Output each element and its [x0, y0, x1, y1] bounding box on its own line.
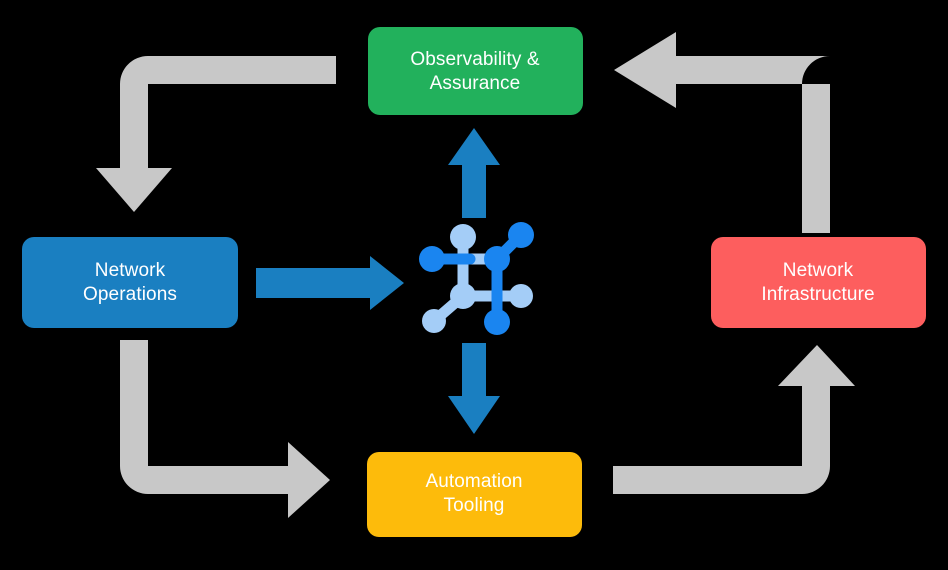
node-automation-tooling[interactable]: Automation Tooling — [367, 452, 582, 537]
node-network-operations-label-line2: Operations — [83, 284, 177, 305]
node-network-operations[interactable]: Network Operations — [22, 237, 238, 328]
node-network-operations-box[interactable] — [22, 237, 238, 328]
connector-operations-to-core — [256, 256, 404, 310]
connector-core-to-automation — [448, 343, 500, 434]
node-automation-tooling-box[interactable] — [367, 452, 582, 537]
node-network-infrastructure-label-line1: Network — [783, 260, 854, 281]
node-network-infrastructure-label-line2: Infrastructure — [761, 284, 874, 305]
node-observability-assurance[interactable]: Observability & Assurance — [368, 27, 583, 115]
connector-core-to-observability — [448, 128, 500, 218]
network-topology-icon — [419, 222, 534, 335]
node-observability-assurance-label-line1: Observability & — [410, 49, 539, 70]
node-network-infrastructure-box[interactable] — [711, 237, 926, 328]
node-observability-assurance-label-line2: Assurance — [430, 73, 521, 94]
connector-observability-to-operations — [96, 56, 336, 212]
node-observability-assurance-box[interactable] — [368, 27, 583, 115]
node-network-operations-label-line1: Network — [95, 260, 166, 281]
connector-operations-to-automation — [120, 340, 330, 518]
connector-automation-to-infrastructure — [613, 345, 855, 494]
connector-infrastructure-to-observability — [614, 32, 830, 233]
node-network-infrastructure[interactable]: Network Infrastructure — [711, 237, 926, 328]
node-automation-tooling-label-line1: Automation — [425, 471, 522, 492]
node-automation-tooling-label-line2: Tooling — [444, 495, 505, 516]
